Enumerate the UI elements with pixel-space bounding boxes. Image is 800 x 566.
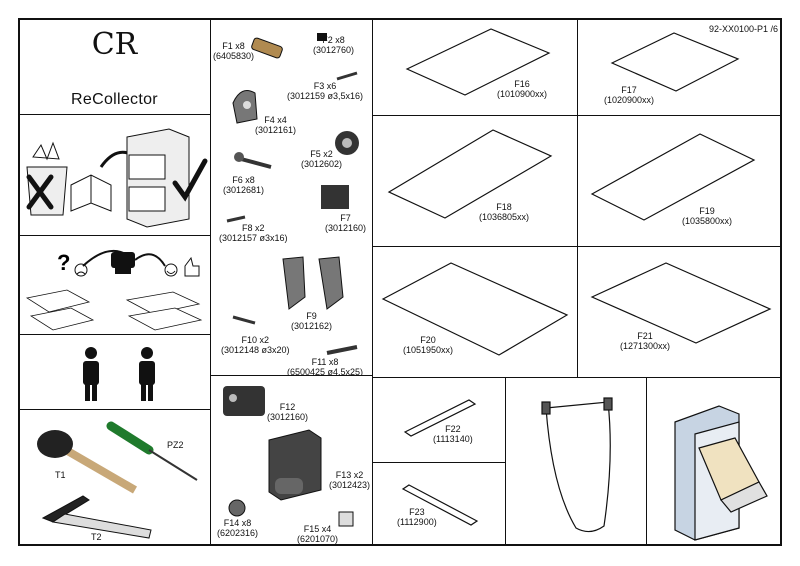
person-icon bbox=[139, 347, 155, 401]
panel-f18-icon bbox=[387, 129, 553, 219]
screw-icon bbox=[232, 315, 256, 325]
panel-f21-cell: F21(1271300xx) bbox=[577, 246, 782, 378]
panel-label: F23(1112900) bbox=[397, 507, 437, 527]
panel-f23-cell: F23(1112900) bbox=[372, 462, 506, 546]
tool-t1-label: T1 bbox=[55, 470, 66, 480]
shredded-paper-icon bbox=[26, 141, 68, 216]
panel-label: F20(1051950xx) bbox=[403, 335, 454, 355]
part-code: F6 x8(3012681) bbox=[223, 175, 265, 195]
cam-bolt-icon bbox=[317, 33, 327, 41]
part-code: F7(3012160) bbox=[325, 213, 367, 233]
panel-f23-icon bbox=[401, 484, 479, 526]
hinge-bracket-icon bbox=[282, 256, 344, 310]
panel-f17-icon bbox=[610, 32, 740, 92]
brand-cell: CR ReCollector bbox=[18, 18, 211, 115]
panel-f16-cell: F16(1010900xx) bbox=[372, 18, 578, 116]
checkmark-icon bbox=[172, 158, 208, 202]
fittings-cell-upper: F1 x8(6405830) F2 x8(3012760) F3 x6(3012… bbox=[210, 18, 373, 376]
panel-f20-cell: F20(1051950xx) bbox=[372, 246, 578, 378]
mallet-icon bbox=[37, 430, 138, 494]
cabinet-icon bbox=[674, 405, 768, 541]
person-icon bbox=[83, 347, 99, 401]
bin-liner-cell bbox=[505, 377, 647, 546]
part-code: F11 x8(6500425 ø4,5x25) bbox=[287, 357, 364, 376]
part-code: F9(3012162) bbox=[291, 311, 333, 331]
hinge-cup-icon bbox=[232, 90, 258, 124]
thumbs-up-icon bbox=[184, 256, 200, 277]
panel-f22-cell: F22(1113140) bbox=[372, 377, 506, 463]
happy-face-icon bbox=[164, 263, 178, 277]
square-icon bbox=[41, 495, 152, 539]
part-code: F15 x4(6201070) bbox=[297, 524, 339, 544]
cross-icon bbox=[26, 174, 54, 210]
two-person-cell bbox=[18, 334, 211, 410]
panel-f20-icon bbox=[381, 262, 569, 356]
edge-connector-icon bbox=[338, 511, 354, 527]
panel-label: F19(1035800xx) bbox=[682, 206, 733, 226]
push-latch-icon bbox=[223, 386, 265, 416]
open-binder-icon bbox=[70, 174, 112, 212]
panel-f17-cell: F17(1020900xx) bbox=[577, 18, 782, 116]
part-code: F12(3012160) bbox=[267, 402, 309, 422]
bracket-icon bbox=[321, 185, 349, 209]
brand-logo: CR bbox=[91, 27, 138, 62]
connector-bolt-icon bbox=[234, 152, 272, 169]
tool-t2-label: T2 bbox=[91, 532, 102, 542]
panel-label: F18(1036805xx) bbox=[479, 202, 530, 222]
svg-text:?: ? bbox=[57, 250, 70, 275]
assembled-cabinet-cell bbox=[646, 377, 782, 546]
phone-icon bbox=[111, 252, 135, 274]
part-code: F2 x8(3012760) bbox=[313, 35, 355, 55]
screwdriver-icon bbox=[106, 421, 198, 481]
panel-f16-icon bbox=[405, 28, 551, 96]
fittings-cell-lower: F12(3012160) F13 x2(3012423) F14 x8(6202… bbox=[210, 375, 373, 546]
shelf-support-icon bbox=[228, 499, 246, 517]
part-code: F14 x8(6202316) bbox=[217, 518, 259, 538]
part-code: F8 x2(3012157 ø3x16) bbox=[219, 223, 288, 243]
tools-cell: T1 PZ2 T2 bbox=[18, 409, 211, 546]
part-code: F13 x2(3012423) bbox=[329, 470, 371, 490]
part-code: F5 x2(3012602) bbox=[301, 149, 343, 169]
document-id: 92-XX0100-P1 /6 bbox=[708, 24, 778, 34]
step-support-cell: ? bbox=[18, 235, 211, 335]
panel-label: F22(1113140) bbox=[433, 424, 473, 444]
brand-name: ReCollector bbox=[71, 91, 158, 108]
sad-face-icon bbox=[74, 263, 88, 277]
panel-f18-cell: F18(1036805xx) bbox=[372, 115, 578, 247]
screw-icon bbox=[226, 215, 246, 223]
part-code: F10 x2(3012148 ø3x20) bbox=[221, 335, 290, 355]
connector-block-icon bbox=[268, 429, 322, 501]
panel-f19-cell: F19(1035800xx) bbox=[577, 115, 782, 247]
screw-icon bbox=[336, 71, 358, 81]
part-code: F4 x4(3012161) bbox=[255, 115, 297, 135]
panel-f22-icon bbox=[403, 399, 477, 437]
screw-icon bbox=[326, 345, 358, 355]
panel-label: F17(1020900xx) bbox=[604, 85, 655, 105]
panel-f21-icon bbox=[590, 262, 772, 344]
panel-label: F21(1271300xx) bbox=[620, 331, 671, 351]
part-code: F1 x8(6405830) bbox=[213, 41, 255, 61]
step-preparation-cell bbox=[18, 114, 211, 236]
dowel-icon bbox=[251, 37, 283, 59]
bin-liner-icon bbox=[541, 397, 613, 533]
panel-label: F16(1010900xx) bbox=[497, 79, 548, 99]
part-code: F3 x6(3012159 ø3,5x16) bbox=[287, 81, 364, 101]
question-icon: ? bbox=[57, 250, 70, 275]
cam-lock-icon bbox=[335, 131, 359, 155]
filing-cabinet-icon bbox=[126, 128, 190, 228]
tool-pz-label: PZ2 bbox=[167, 440, 184, 450]
panel-f19-icon bbox=[590, 133, 756, 221]
